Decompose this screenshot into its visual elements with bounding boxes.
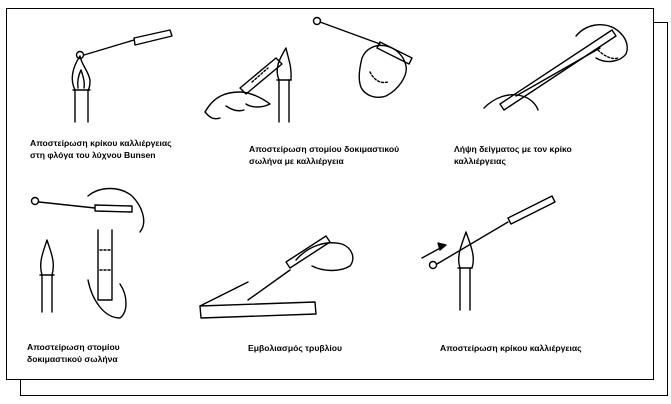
panel2b-illustration	[312, 16, 413, 98]
caption-panel5-line1: Εμβολιασμός τρυβλίου	[248, 343, 342, 353]
caption-panel2: Αποστείρωση στομίου δοκιμαστικού σωλήνα …	[249, 143, 449, 167]
caption-panel3: Λήψη δείγματος με τον κρίκο καλλιέργειας	[454, 143, 654, 167]
caption-panel1-line2: στη φλόγα του λύχνου Bunsen	[30, 150, 156, 160]
panel5-illustration	[199, 235, 354, 319]
front-frame	[6, 8, 654, 380]
bunsen-burner-2	[276, 47, 292, 123]
caption-panel4-line1: Αποστείρωση στομίου	[27, 342, 120, 352]
caption-panel3-line2: καλλιέργειας	[454, 156, 506, 166]
bunsen-burner-1	[71, 55, 91, 123]
caption-panel4-line2: δοκιμαστικού σωλήνα	[27, 354, 118, 364]
panel3-illustration	[483, 24, 628, 111]
caption-panel3-line1: Λήψη δείγματος με τον κρίκο	[454, 144, 572, 154]
caption-panel5: Εμβολιασμός τρυβλίου	[248, 342, 448, 354]
direction-arrow-icon	[421, 242, 447, 259]
hand-2	[204, 91, 271, 120]
bunsen-burner-6	[457, 231, 475, 311]
caption-panel6: Αποστείρωση κρίκου καλλιέργειας	[440, 342, 640, 354]
caption-panel6-line1: Αποστείρωση κρίκου καλλιέργειας	[440, 343, 582, 353]
test-tube-2	[239, 57, 283, 95]
panel4-illustration	[30, 187, 145, 319]
bunsen-burner-4	[39, 239, 55, 313]
panel2-illustration	[204, 47, 292, 123]
caption-panel2-line2: σωλήνα με καλλιέργεια	[249, 156, 344, 166]
panel6-illustration	[421, 195, 556, 311]
inoculation-loop-1	[75, 29, 173, 60]
caption-panel1-line1: Αποστείρωση κρίκου καλλιέργειας	[30, 138, 172, 148]
caption-panel4: Αποστείρωση στομίου δοκιμαστικού σωλήνα	[27, 341, 227, 365]
caption-panel1: Αποστείρωση κρίκου καλλιέργειας στη φλόγ…	[30, 137, 230, 161]
panel1-illustration	[71, 29, 173, 123]
caption-panel2-line1: Αποστείρωση στομίου δοκιμαστικού	[249, 144, 400, 154]
